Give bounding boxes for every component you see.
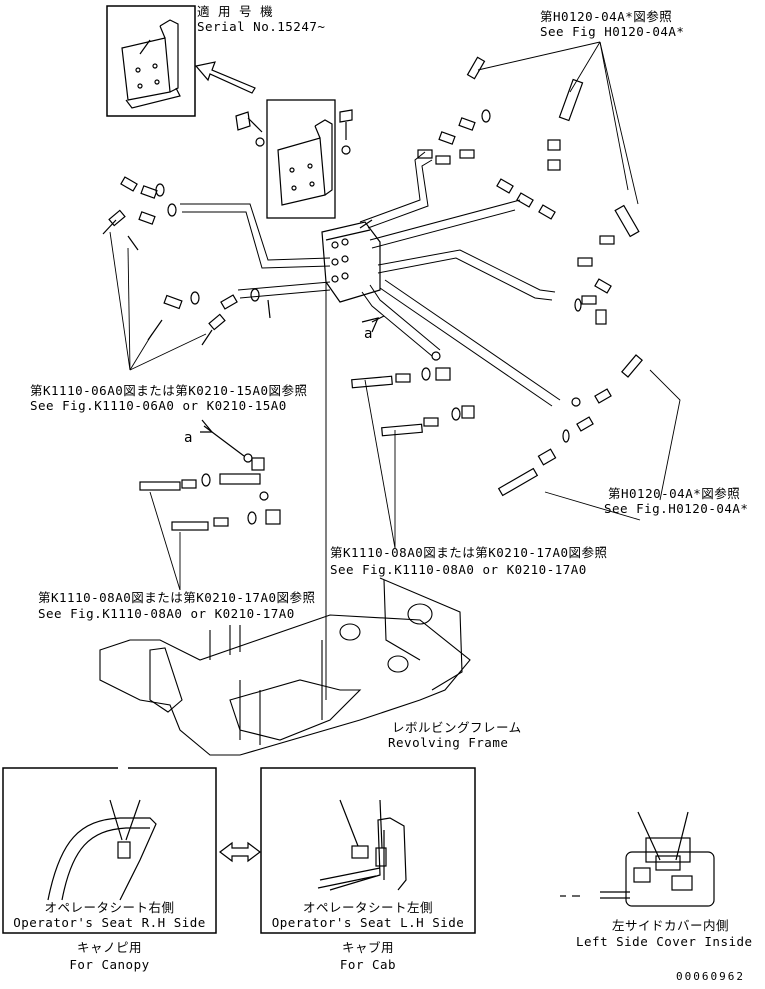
ref-k1110-08-left-en: See Fig.K1110-08A0 or K0210-17A0 bbox=[38, 606, 295, 621]
main-bracket-box bbox=[266, 99, 336, 219]
cab-label-en: For Cab bbox=[339, 957, 397, 972]
leaders bbox=[109, 41, 681, 591]
revolving-frame bbox=[99, 577, 471, 756]
arrow-a-upper bbox=[361, 317, 380, 333]
double-arrow bbox=[219, 841, 261, 863]
applicable-jp: 適 用 号 機 bbox=[197, 4, 274, 19]
arrow-to-inset bbox=[194, 61, 256, 94]
ref-k1110-08-center-jp: 第K1110-08A0図または第K0210-17A0図参照 bbox=[330, 545, 608, 560]
ref-h0120-right-en: See Fig.H0120-04A* bbox=[604, 501, 749, 516]
cab-box bbox=[260, 767, 476, 934]
applicable-en: Serial No.15247~ bbox=[197, 19, 326, 34]
canopy-label-en: For Canopy bbox=[69, 957, 150, 972]
revolving-frame-en: Revolving Frame bbox=[388, 735, 509, 750]
valve-block bbox=[321, 219, 381, 303]
cab-box-en: Operator's Seat L.H Side bbox=[271, 915, 465, 930]
canopy-drawing bbox=[47, 799, 157, 901]
marker-a-left: a bbox=[184, 430, 193, 446]
ref-k1110-08-center-en: See Fig.K1110-08A0 or K0210-17A0 bbox=[330, 562, 587, 577]
canopy-box-en: Operator's Seat R.H Side bbox=[13, 915, 206, 930]
revolving-frame-jp: レボルビングフレーム bbox=[392, 720, 522, 735]
cab-label-jp: キャブ用 bbox=[341, 940, 394, 955]
drawing-number: 00060962 bbox=[676, 970, 745, 983]
canopy-box-jp: オペレータシート右側 bbox=[44, 900, 175, 915]
left-cover-drawing bbox=[560, 811, 715, 907]
ref-h0120-top-jp: 第H0120-04A*図参照 bbox=[540, 9, 673, 24]
ref-k1110-06-jp: 第K1110-06A0図または第K0210-15A0図参照 bbox=[30, 383, 308, 398]
marker-a-upper: a bbox=[364, 326, 373, 342]
left-cover-jp: 左サイドカバー内側 bbox=[612, 918, 730, 933]
cab-drawing bbox=[317, 799, 407, 891]
canopy-label-jp: キャノピ用 bbox=[76, 940, 142, 955]
left-cover-en: Left Side Cover Inside bbox=[576, 934, 753, 949]
main-bracket bbox=[277, 119, 333, 206]
bracket-inset-drawing bbox=[121, 19, 181, 109]
ref-h0120-right-jp: 第H0120-04A*図参照 bbox=[608, 486, 741, 501]
canopy-box bbox=[2, 767, 217, 934]
cab-box-jp: オペレータシート左側 bbox=[302, 900, 433, 915]
ref-k1110-06-en: See Fig.K1110-06A0 or K0210-15A0 bbox=[30, 398, 287, 413]
fittings bbox=[102, 56, 643, 531]
hose-routes bbox=[180, 151, 561, 407]
bolts bbox=[235, 109, 353, 155]
ref-k1110-08-left-jp: 第K1110-08A0図または第K0210-17A0図参照 bbox=[38, 590, 316, 605]
inset-box-bracket bbox=[106, 5, 196, 117]
ref-h0120-top-en: See Fig H0120-04A* bbox=[540, 24, 685, 39]
